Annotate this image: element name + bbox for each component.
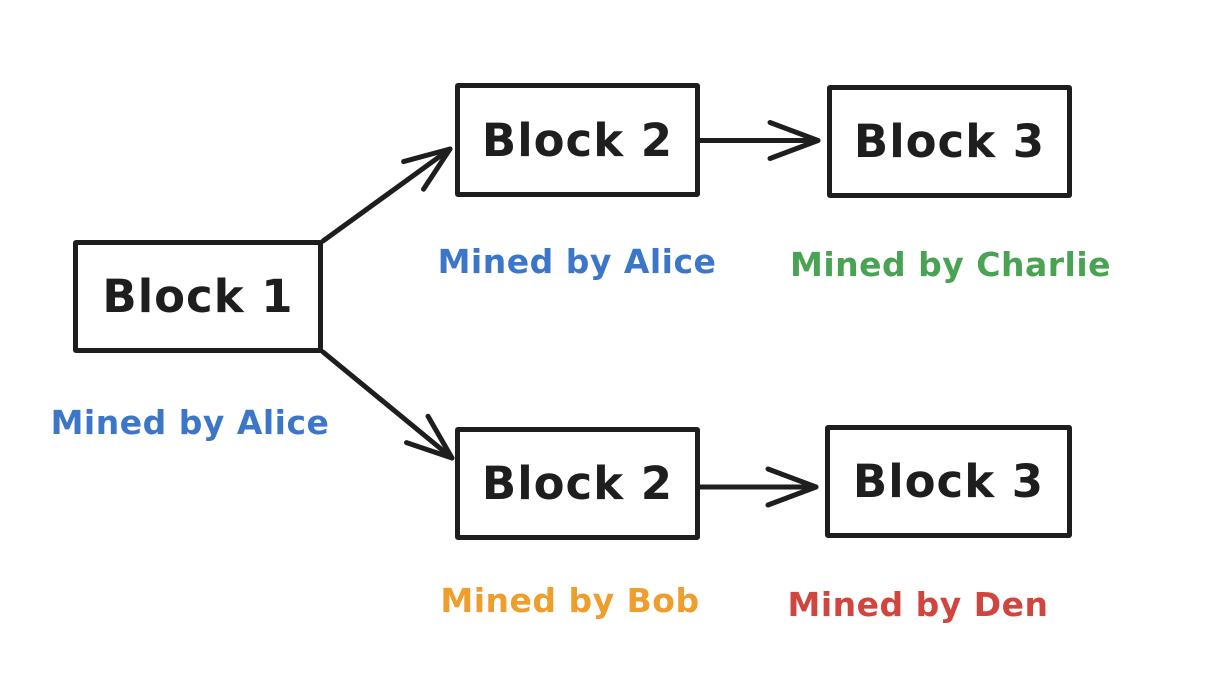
node-label: Block 2 (481, 457, 674, 510)
miner-label-block-1: Mined by Alice (50, 403, 330, 442)
miner-label-block-2-bottom: Mined by Bob (440, 581, 700, 620)
arrow-block2-top-to-block3-top (697, 120, 821, 161)
node-block-3-top: Block 3 (827, 85, 1072, 198)
node-label: Block 1 (102, 270, 294, 323)
node-block-2-top: Block 2 (455, 83, 700, 197)
node-block-3-bottom: Block 3 (825, 425, 1072, 538)
miner-label-block-3-top: Mined by Charlie (790, 245, 1112, 284)
node-label: Block 3 (852, 455, 1045, 508)
arrow-block2-bottom-to-block3-bottom (697, 466, 819, 508)
miner-label-block-2-top: Mined by Alice (437, 242, 717, 281)
node-label: Block 3 (853, 115, 1046, 168)
miner-label-block-3-bottom: Mined by Den (787, 585, 1049, 624)
node-block-1: Block 1 (73, 240, 323, 353)
node-label: Block 2 (481, 113, 674, 167)
node-block-2-bottom: Block 2 (455, 427, 700, 540)
arrow-block1-to-block2-top (320, 146, 453, 244)
